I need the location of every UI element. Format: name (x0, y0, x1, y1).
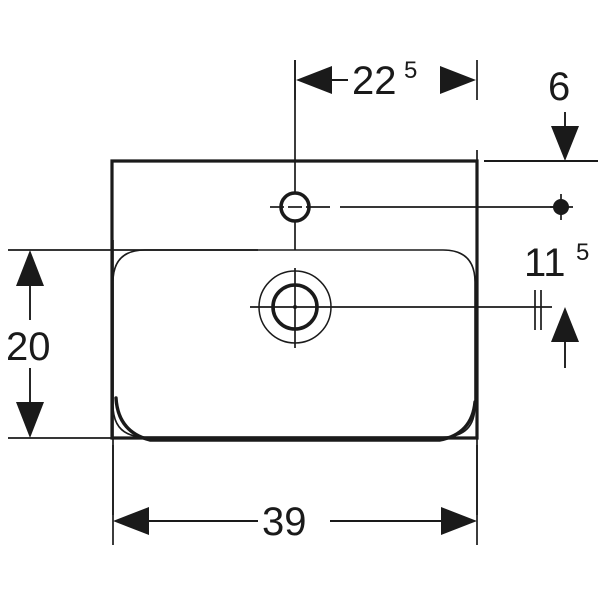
reference-point-dot (550, 194, 573, 220)
dimension-39: 39 (112, 445, 478, 545)
basin-outer-rectangle (110, 159, 479, 440)
tap-hole (279, 191, 311, 223)
dimension-20-label: 20 (6, 325, 51, 369)
construction-line-right-mid (534, 290, 542, 330)
dimension-6: 6 (484, 65, 598, 162)
basin-inner-bowl (112, 249, 477, 442)
dimension-11-5-label: 11 (524, 241, 566, 285)
drain-hole (258, 270, 332, 344)
dimension-22-5-label: 22 (352, 59, 397, 103)
dimension-11-5: 11 5 (524, 239, 589, 368)
dimension-11-5-superscript: 5 (576, 239, 589, 266)
dimension-6-label: 6 (548, 65, 570, 109)
dimension-22-5-superscript: 5 (404, 57, 417, 84)
dimension-39-label: 39 (262, 500, 307, 544)
dimension-22-5: 22 5 (296, 57, 476, 103)
dimension-20: 20 (6, 250, 51, 438)
